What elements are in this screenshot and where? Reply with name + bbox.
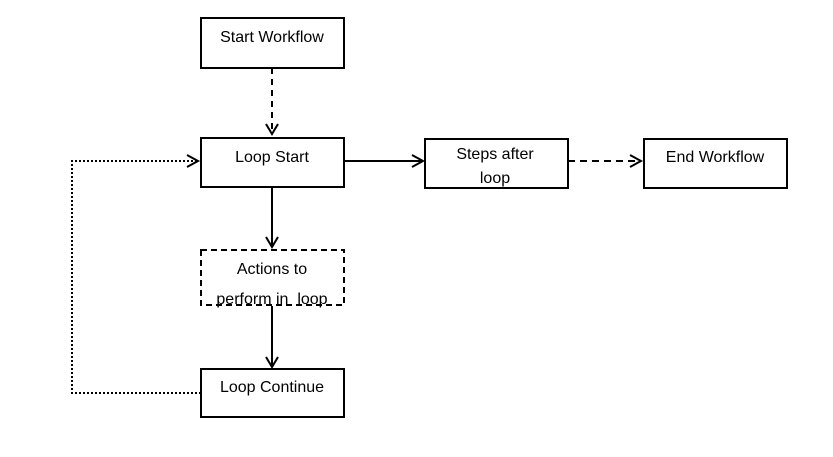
node-end-workflow: End Workflow (643, 138, 788, 189)
node-start-workflow-label: Start Workflow (220, 29, 324, 46)
node-end-workflow-label: End Workflow (666, 149, 765, 166)
node-loop-start: Loop Start (200, 137, 345, 188)
node-steps-after-loop-line1: Steps after (456, 146, 534, 163)
node-actions-to-perform: Actions to perform in loop (200, 249, 345, 308)
edge-steps-after-to-end (568, 154, 644, 168)
edge-actions-to-loop-continue (265, 306, 279, 369)
node-loop-start-label: Loop Start (235, 149, 309, 166)
edge-loop-start-to-steps-after (344, 154, 426, 168)
node-loop-continue-label: Loop Continue (220, 379, 324, 396)
edges (71, 68, 644, 394)
node-loop-continue: Loop Continue (200, 368, 345, 418)
edge-loop-start-to-actions (265, 188, 279, 249)
node-actions-to-perform-line2: perform in loop (216, 291, 327, 308)
node-start-workflow: Start Workflow (200, 17, 345, 69)
node-actions-to-perform-line1: Actions to (237, 261, 307, 278)
node-steps-after-loop-line2: loop (480, 170, 510, 187)
edge-loop-continue-to-loop-start (71, 154, 201, 394)
edge-start-to-loop-start (265, 68, 279, 136)
node-steps-after-loop: Steps after loop (424, 138, 569, 189)
